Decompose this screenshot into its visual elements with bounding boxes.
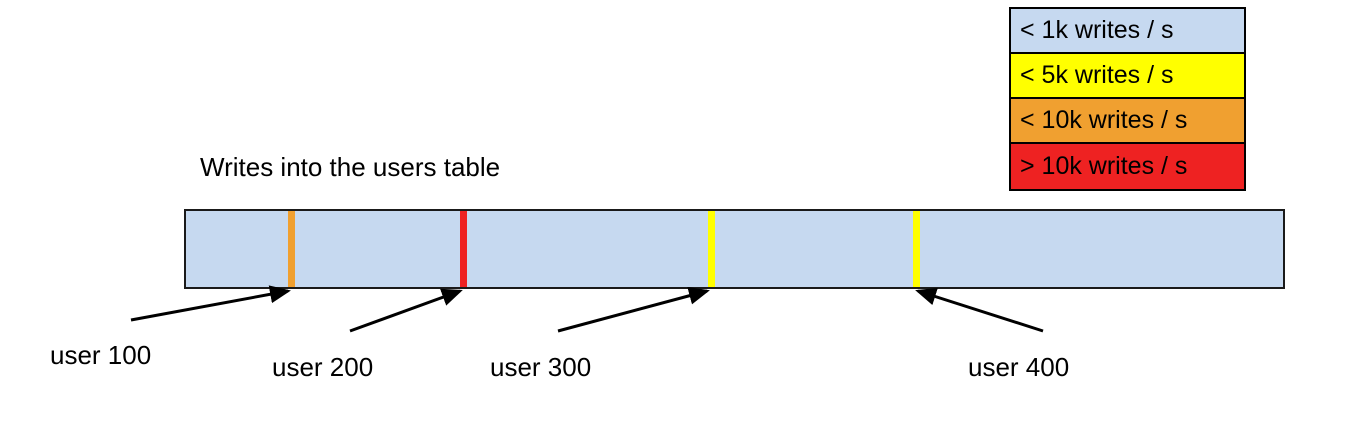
legend-label-under-5k: < 5k writes / s [1020, 61, 1174, 89]
stripe-user-300 [708, 211, 715, 287]
arrow-user-100 [130, 285, 291, 322]
arrow-user-300 [557, 286, 710, 333]
legend-label-under-1k: < 1k writes / s [1020, 16, 1174, 44]
label-user-400: user 400 [968, 352, 1070, 382]
legend-row-under-10k: < 10k writes / s [1011, 99, 1244, 144]
users-table-bar [184, 209, 1285, 289]
arrow-user-400 [915, 287, 1044, 333]
legend-row-under-5k: < 5k writes / s [1011, 54, 1244, 99]
stripe-user-100 [288, 211, 295, 287]
stripe-user-400 [913, 211, 920, 287]
stripe-user-200 [460, 211, 467, 287]
legend-label-over-10k: > 10k writes / s [1020, 152, 1188, 180]
chart-title: Writes into the users table [200, 152, 501, 182]
legend-label-under-10k: < 10k writes / s [1020, 106, 1188, 134]
label-user-300: user 300 [490, 352, 592, 382]
legend-row-over-10k: > 10k writes / s [1011, 144, 1244, 189]
legend: < 1k writes / s < 5k writes / s < 10k wr… [1009, 7, 1246, 191]
label-user-200: user 200 [272, 352, 374, 382]
legend-row-under-1k: < 1k writes / s [1011, 9, 1244, 54]
label-user-100: user 100 [50, 340, 152, 370]
arrow-user-200 [349, 288, 463, 333]
